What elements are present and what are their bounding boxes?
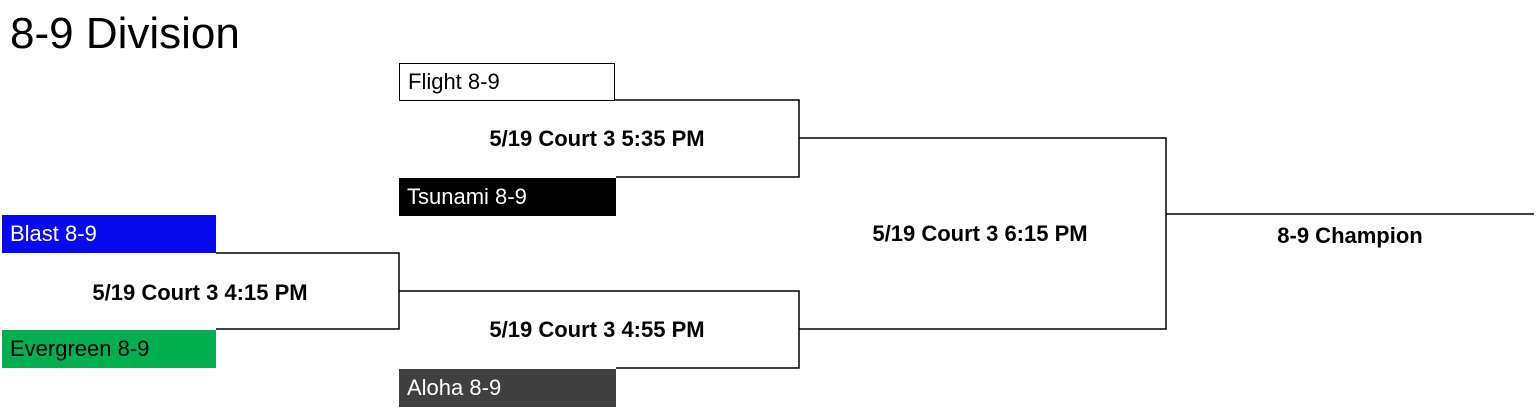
game-label-semifinal-top: 5/19 Court 3 5:35 PM	[489, 126, 705, 151]
page-title: 8-9 Division	[10, 9, 240, 58]
champion-label: 8-9 Champion	[1277, 223, 1423, 248]
team-slot-aloha[interactable]: Aloha 8-9	[399, 369, 616, 407]
game-label-semifinal-bottom: 5/19 Court 3 4:55 PM	[489, 317, 705, 342]
team-slot-evergreen[interactable]: Evergreen 8-9	[2, 330, 216, 368]
final-connector	[799, 137, 1167, 330]
team-slot-blast[interactable]: Blast 8-9	[2, 215, 216, 253]
game-label-final: 5/19 Court 3 6:15 PM	[872, 221, 1088, 246]
team-slot-tsunami[interactable]: Tsunami 8-9	[399, 178, 616, 216]
team-slot-flight[interactable]: Flight 8-9	[399, 63, 615, 101]
game-label-round1: 5/19 Court 3 4:15 PM	[92, 280, 308, 305]
